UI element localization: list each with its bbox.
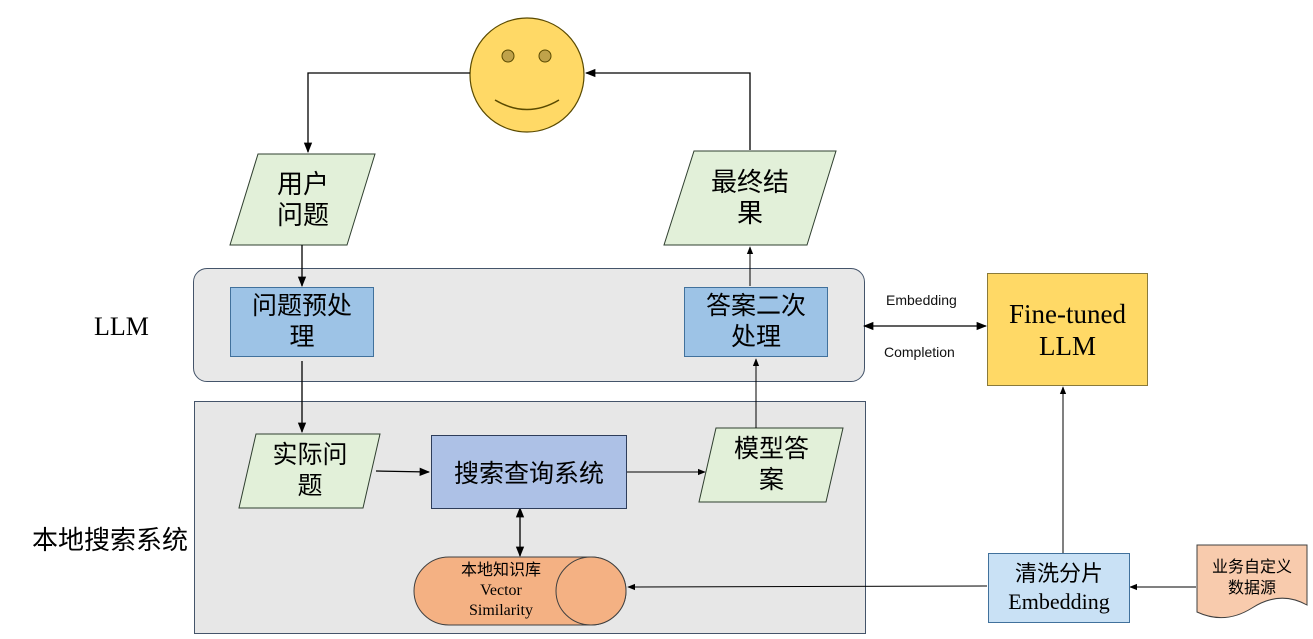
arrow-final-result-to-face [584, 68, 751, 150]
arrow-clean-to-knowledge-base [627, 583, 988, 591]
business-data-document-shape [1196, 544, 1308, 619]
actual-question-shape [238, 433, 381, 509]
local-search-region-label: 本地搜索系统 [32, 526, 189, 555]
fine-tuned-llm-box: Fine-tuned LLM [987, 273, 1148, 386]
final-result-shape [663, 150, 837, 246]
smiley-face-icon [469, 17, 585, 133]
arrow-actual-question-to-search [375, 467, 431, 476]
arrow-face-to-user-question [303, 72, 470, 154]
question-preprocess-box: 问题预处 理 [230, 287, 374, 357]
knowledge-base-cylinder [413, 556, 627, 626]
user-question-shape [229, 153, 376, 246]
completion-edge-label: Completion [884, 344, 955, 360]
llm-region-label: LLM [94, 312, 149, 341]
embedding-edge-label: Embedding [886, 292, 957, 308]
clean-split-embedding-box: 清洗分片 Embedding [988, 553, 1130, 623]
model-answer-shape [698, 427, 844, 503]
answer-postprocess-box: 答案二次 处理 [684, 287, 828, 357]
search-query-system-box: 搜索查询系统 [431, 435, 627, 509]
